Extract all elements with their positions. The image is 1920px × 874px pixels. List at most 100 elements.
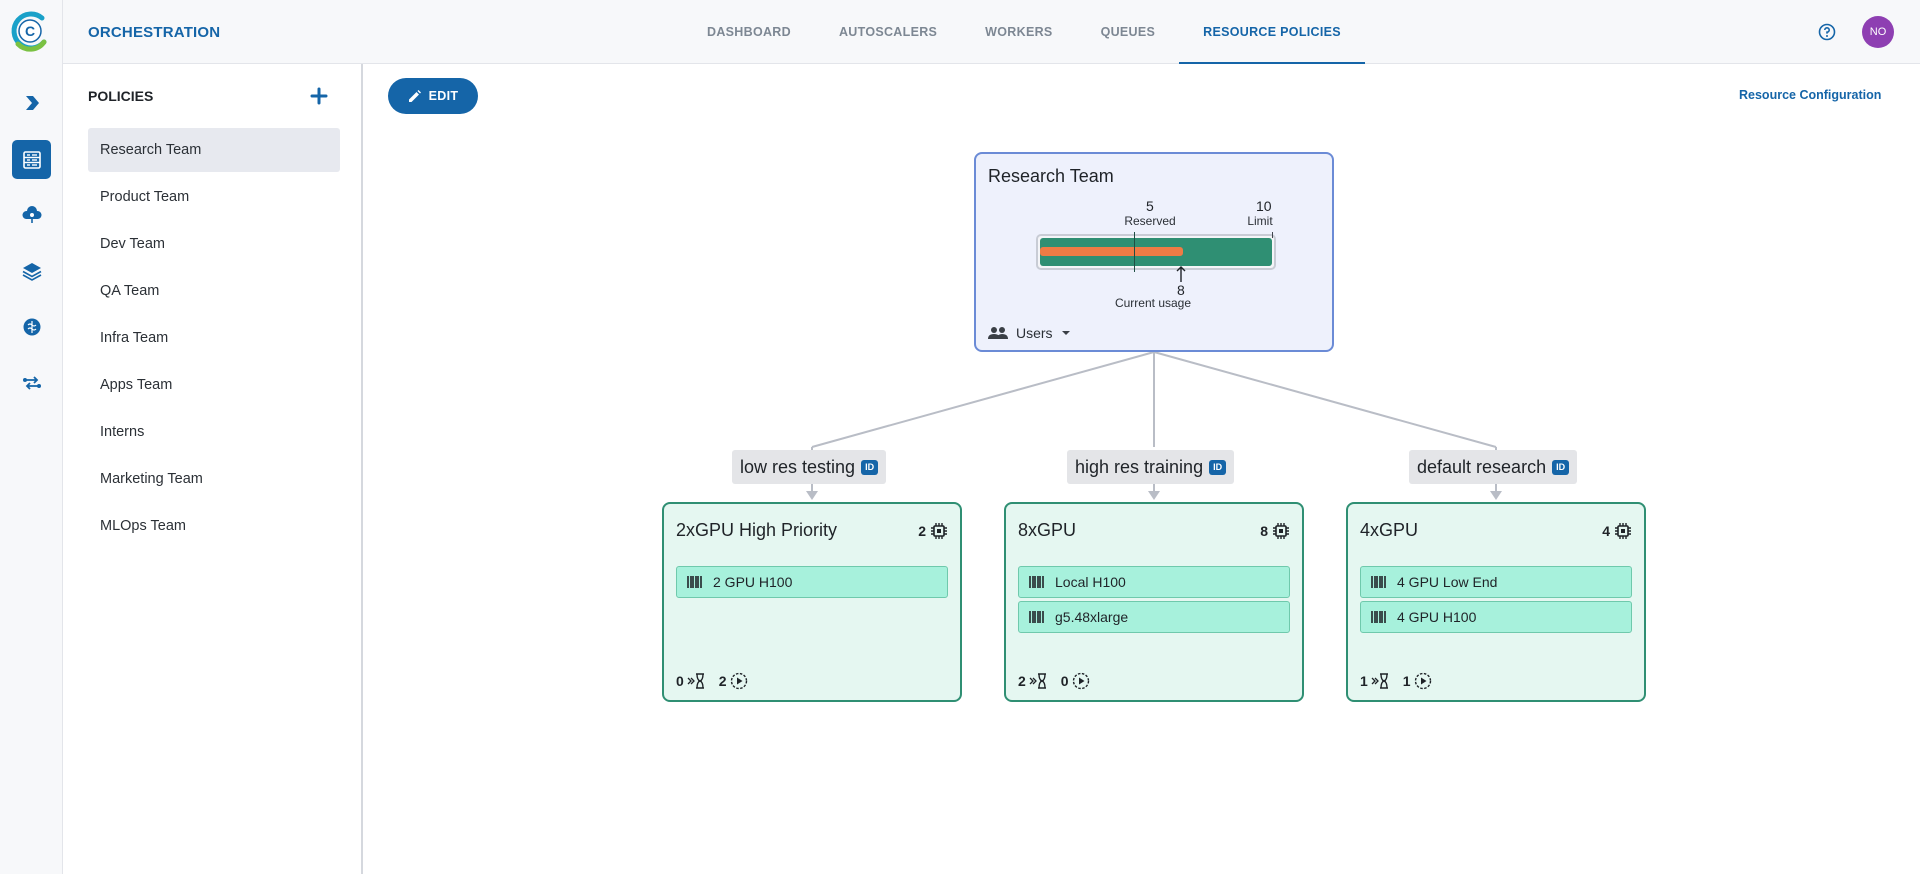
edit-label: EDIT [428, 89, 459, 103]
resource-card-2xgpu-high-priority[interactable]: 2xGPU High Priority 2 2 GPU H100 0 2 [662, 502, 962, 702]
users-group-icon [988, 327, 1008, 339]
gpu-count-value: 2 [918, 523, 926, 539]
reserved-value: 5 [1146, 198, 1154, 214]
pool-bars-icon [687, 576, 702, 588]
gpu-count: 4 [1602, 522, 1632, 540]
running-value: 1 [1402, 673, 1411, 689]
usage-label: Current usage [1114, 296, 1192, 310]
resource-name: 2xGPU High Priority [676, 520, 838, 540]
policy-item-apps-team[interactable]: Apps Team [100, 377, 173, 393]
pending-hourglass-icon [1029, 673, 1046, 689]
tab-queues[interactable]: QUEUES [1100, 25, 1156, 39]
resource-name: 4xGPU [1360, 520, 1419, 540]
rail-cloud-button[interactable] [12, 195, 51, 234]
policy-item-mlops-team[interactable]: MLOps Team [100, 518, 186, 534]
policy-canvas: EDIT Resource Configuration Research Tea… [365, 64, 1920, 874]
policy-card[interactable]: Research Team 5 Reserved 10 Limit 8 Curr… [974, 152, 1334, 352]
pending-hourglass-icon [687, 673, 704, 689]
gpu-count-value: 4 [1602, 523, 1610, 539]
job-stats: 1 1 [1360, 672, 1432, 690]
running-play-icon [1072, 672, 1089, 690]
gpu-count: 8 [1260, 522, 1290, 540]
rail-models-button[interactable] [12, 307, 51, 346]
policy-item-interns[interactable]: Interns [100, 424, 145, 440]
policy-item-marketing-team[interactable]: Marketing Team [100, 471, 203, 487]
pool-name: Local H100 [1055, 574, 1126, 590]
policy-item-product-team[interactable]: Product Team [100, 189, 190, 205]
svg-text:C: C [25, 23, 35, 39]
resource-pool[interactable]: 4 GPU Low End [1360, 566, 1632, 598]
app-title: ORCHESTRATION [88, 24, 221, 41]
usage-arrow-icon [1176, 266, 1186, 282]
policy-item-dev-team[interactable]: Dev Team [100, 236, 166, 252]
tab-dashboard[interactable]: DASHBOARD [707, 25, 791, 39]
pending-jobs: 2 [1018, 672, 1047, 690]
tab-resource-policies[interactable]: RESOURCE POLICIES [1179, 0, 1365, 64]
policies-sidebar: POLICIES Research Team Product Team Dev … [63, 64, 363, 874]
running-value: 0 [1060, 673, 1069, 689]
pool-name: g5.48xlarge [1055, 609, 1129, 625]
id-badge[interactable]: ID [1209, 459, 1227, 475]
running-jobs: 1 [1403, 672, 1432, 690]
rail-layers-button[interactable] [12, 251, 51, 290]
brain-icon [23, 318, 40, 335]
pending-jobs: 1 [1360, 672, 1389, 690]
resource-configuration-link[interactable]: Resource Configuration [1739, 88, 1882, 102]
layers-icon [22, 262, 41, 281]
job-stats: 2 0 [1018, 672, 1090, 690]
queue-label-high-res-training[interactable]: high res training ID [1067, 450, 1235, 484]
rail-orchestration-button[interactable] [12, 140, 51, 179]
resource-pool[interactable]: g5.48xlarge [1018, 601, 1290, 633]
app-rail: C [0, 0, 63, 874]
running-play-icon [730, 672, 747, 690]
chip-icon [1273, 523, 1289, 539]
running-value: 2 [718, 673, 727, 689]
resource-card-8xgpu[interactable]: 8xGPU 8 Local H100 g5.48xlarge 2 0 [1004, 502, 1304, 702]
resource-pool[interactable]: 4 GPU H100 [1360, 601, 1632, 633]
limit-marker [1272, 232, 1273, 238]
chip-icon [931, 523, 947, 539]
policies-title: POLICIES [88, 88, 154, 104]
server-list-icon [22, 150, 41, 169]
avatar[interactable]: NO [1862, 16, 1894, 48]
help-circle-icon[interactable] [1818, 23, 1836, 41]
running-jobs: 0 [1061, 672, 1090, 690]
rail-pipelines-button[interactable] [12, 83, 51, 122]
pool-bars-icon [1029, 576, 1044, 588]
resource-card-4xgpu[interactable]: 4xGPU 4 4 GPU Low End 4 GPU H100 1 1 [1346, 502, 1646, 702]
top-bar: ORCHESTRATION DASHBOARD AUTOSCALERS WORK… [63, 0, 1920, 64]
reserved-marker [1134, 232, 1135, 272]
queue-name: default research [1417, 456, 1547, 477]
policy-name: Research Team [988, 166, 1114, 186]
usage-value: 8 [1177, 282, 1185, 298]
policy-item-infra-team[interactable]: Infra Team [100, 330, 169, 346]
tab-autoscalers[interactable]: AUTOSCALERS [838, 25, 938, 39]
pool-name: 2 GPU H100 [713, 574, 793, 590]
resource-pool[interactable]: Local H100 [1018, 566, 1290, 598]
clearml-logo-icon[interactable]: C [8, 8, 52, 54]
id-badge[interactable]: ID [1552, 459, 1570, 475]
pending-value: 1 [1360, 673, 1368, 689]
policy-list: Research Team Product Team Dev Team QA T… [88, 128, 340, 551]
gpu-count-value: 8 [1260, 523, 1268, 539]
pending-hourglass-icon [1371, 673, 1388, 689]
rail-flows-button[interactable] [12, 363, 51, 402]
resource-pool[interactable]: 2 GPU H100 [676, 566, 948, 598]
pending-value: 2 [1018, 673, 1026, 689]
tab-workers[interactable]: WORKERS [985, 25, 1053, 39]
policy-item-research-team[interactable]: Research Team [88, 128, 340, 172]
queue-label-low-res-testing[interactable]: low res testing ID [732, 450, 887, 484]
queue-label-default-research[interactable]: default research ID [1409, 450, 1578, 484]
limit-value: 10 [1256, 198, 1272, 214]
flow-arrows-icon [22, 375, 41, 390]
policy-item-qa-team[interactable]: QA Team [100, 283, 160, 299]
id-badge[interactable]: ID [861, 459, 879, 475]
pending-value: 0 [676, 673, 684, 689]
usage-gauge [1036, 232, 1276, 272]
edit-button[interactable]: EDIT [388, 78, 478, 114]
users-selector[interactable]: Users [988, 325, 1071, 341]
plus-icon[interactable] [309, 86, 329, 106]
resource-name: 8xGPU [1018, 520, 1077, 540]
play-arrow-icon [25, 95, 39, 110]
users-selector-label: Users [1016, 325, 1053, 341]
